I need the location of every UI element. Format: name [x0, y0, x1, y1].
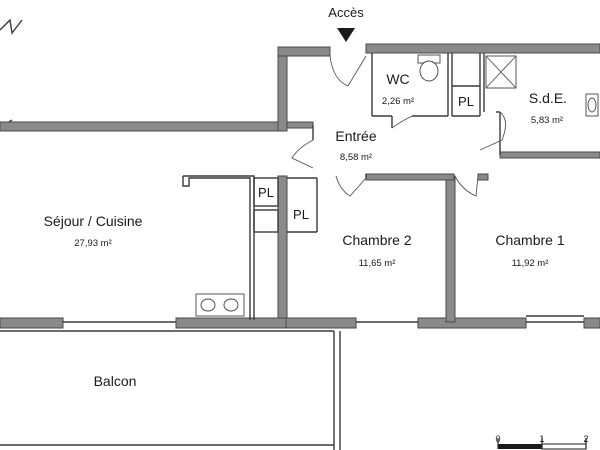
walls	[0, 43, 600, 329]
fixtures	[195, 54, 599, 317]
room-entree-area: 8,58 m²	[340, 152, 372, 163]
room-entree-name: Entrée	[335, 128, 376, 144]
room-balcon-name: Balcon	[94, 373, 137, 389]
room-wc-area: 2,26 m²	[382, 96, 414, 107]
access-label: Accès	[328, 5, 364, 20]
doors	[291, 55, 506, 197]
partitions	[0, 53, 584, 450]
scale-tick-2: 2	[583, 434, 588, 444]
scale-tick-1: 1	[539, 434, 544, 444]
room-sde-name: S.d.E.	[529, 90, 567, 106]
placard-label-3: PL	[293, 207, 309, 222]
room-chambre1-name: Chambre 1	[495, 232, 564, 248]
room-wc-name: WC	[386, 71, 409, 87]
placard-label-1: PL	[458, 94, 474, 109]
placard-label-2: PL	[258, 185, 274, 200]
room-sde-area: 5,83 m²	[531, 115, 563, 126]
room-sejour-area: 27,93 m²	[74, 238, 112, 249]
room-chambre1-area: 11,92 m²	[512, 258, 549, 269]
room-sejour-name: Séjour / Cuisine	[44, 213, 143, 229]
access-arrow-icon	[337, 28, 355, 42]
compass-icon	[0, 18, 23, 129]
room-chambre2-area: 11,65 m²	[359, 258, 396, 269]
scale-bar	[497, 438, 587, 450]
room-chambre2-name: Chambre 2	[342, 232, 411, 248]
scale-tick-0: 0	[495, 434, 500, 444]
